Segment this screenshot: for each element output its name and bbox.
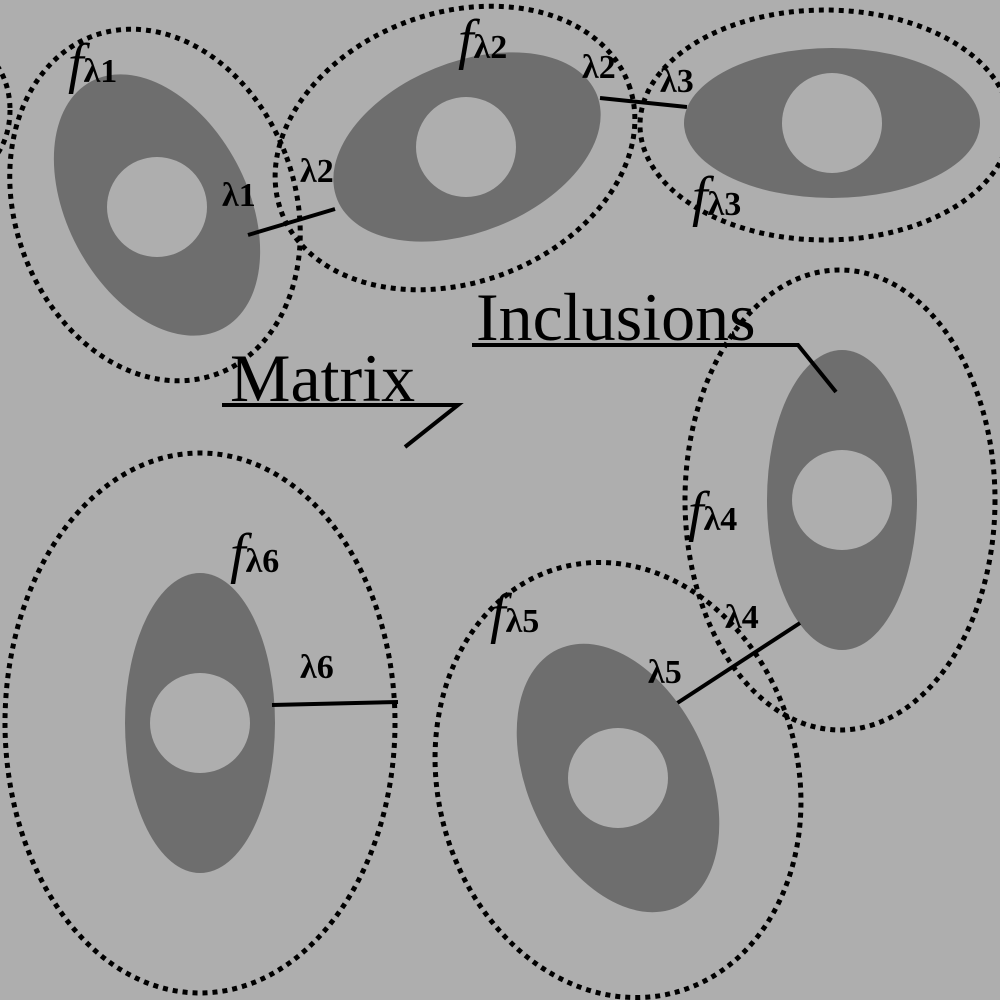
matrix-label: Matrix [230, 340, 415, 416]
matrix-leader-line [222, 403, 464, 449]
inclusion-core-5 [568, 728, 668, 828]
lambda-label-2-left: λ2 [300, 153, 334, 190]
particle-4 [660, 267, 998, 733]
lambda-label-2-right: λ2 [582, 49, 616, 86]
halo-4 [682, 267, 998, 733]
lambda-label-1: λ1 [222, 177, 256, 214]
inclusion-core-6 [150, 673, 250, 773]
inclusions-label: Inclusions [476, 279, 756, 355]
lambda-label-4: λ4 [725, 599, 759, 636]
particle-1 [7, 26, 336, 384]
lambda-label-5: λ5 [648, 654, 682, 691]
particle-5 [432, 559, 804, 1000]
halo-partial-left [0, 65, 13, 155]
particle-2 [272, 3, 688, 293]
lambda-label-6: λ6 [300, 649, 334, 686]
halo-2 [272, 3, 638, 293]
halo-1 [7, 26, 303, 384]
inclusion-core-4 [792, 450, 892, 550]
particle-3 [637, 7, 1000, 243]
f-lambda-label-6: fλ6 [230, 523, 279, 585]
distance-line-4 [660, 621, 802, 715]
halo-5 [432, 559, 804, 1000]
lambda-label-3: λ3 [660, 63, 694, 100]
particle-6 [2, 450, 399, 996]
f-lambda-label-5: fλ5 [490, 583, 539, 645]
distance-line-1 [247, 207, 336, 237]
inclusion-core-3 [782, 73, 882, 173]
inclusion-core-1 [107, 157, 207, 257]
distance-line-6 [271, 700, 399, 707]
halo-6 [2, 450, 398, 996]
inclusion-core-2 [416, 97, 516, 197]
inclusions-leader-line [472, 343, 838, 394]
